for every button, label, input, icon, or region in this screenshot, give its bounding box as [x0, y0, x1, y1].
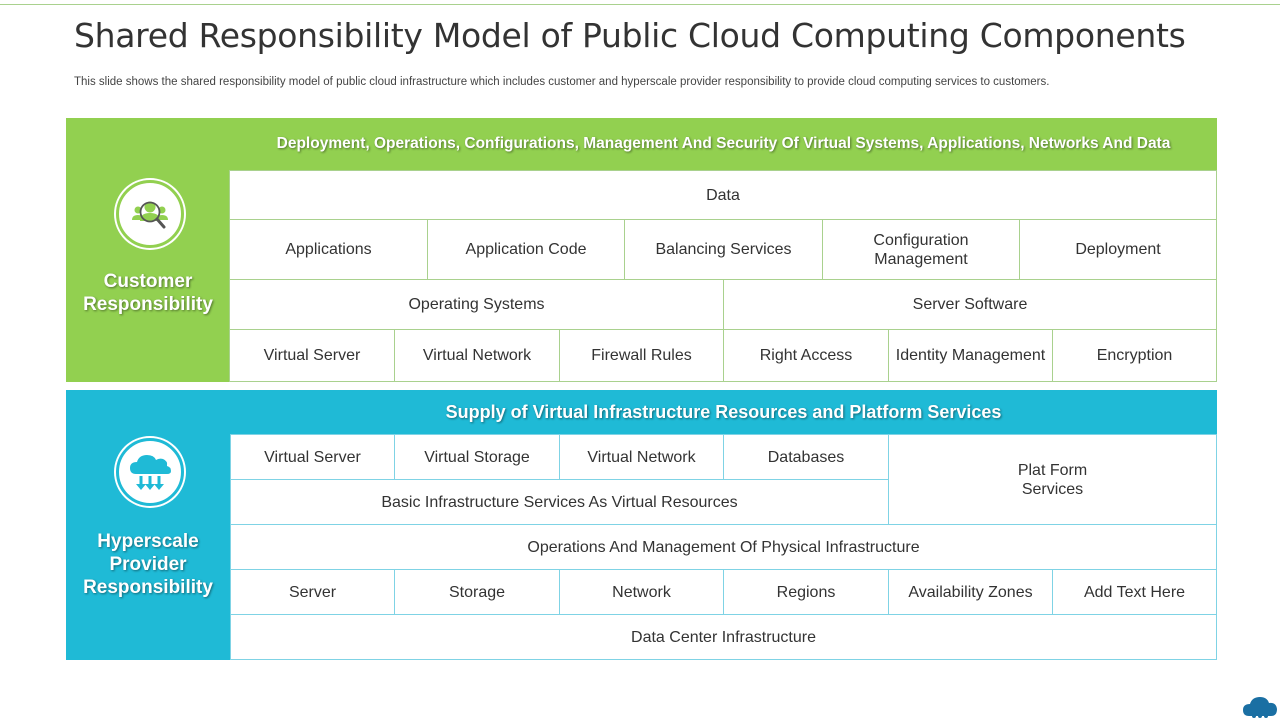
cell-add-text-here: Add Text Here [1052, 569, 1217, 615]
cell-storage: Storage [394, 569, 560, 615]
provider-responsibility-section: Hyperscale Provider Responsibility Suppl… [66, 390, 1217, 660]
cell-virtual-storage: Virtual Storage [394, 434, 560, 480]
cell-balancing-services: Balancing Services [624, 219, 823, 280]
cell-basic-infrastructure: Basic Infrastructure Services As Virtual… [230, 479, 889, 525]
cell-databases: Databases [723, 434, 889, 480]
cell-server: Server [230, 569, 395, 615]
cloud-logo-icon [1242, 694, 1278, 725]
customer-responsibility-section: Customer Responsibility Deployment, Oper… [66, 118, 1217, 382]
customer-side-panel: Customer Responsibility [66, 118, 230, 382]
cell-platform-services: Plat Form Services [888, 434, 1217, 525]
cell-virtual-network: Virtual Network [394, 329, 560, 382]
page-title: Shared Responsibility Model of Public Cl… [74, 16, 1186, 55]
customer-header: Deployment, Operations, Configurations, … [230, 118, 1217, 170]
cell-data: Data [229, 170, 1217, 220]
cell-provider-virtual-network: Virtual Network [559, 434, 724, 480]
cell-configuration-management: Configuration Management [822, 219, 1020, 280]
user-search-icon [116, 180, 184, 248]
provider-side-panel: Hyperscale Provider Responsibility [66, 390, 230, 660]
cell-operating-systems: Operating Systems [229, 279, 724, 330]
cell-regions: Regions [723, 569, 889, 615]
cell-provider-virtual-server: Virtual Server [230, 434, 395, 480]
cell-applications: Applications [229, 219, 428, 280]
cell-deployment: Deployment [1019, 219, 1217, 280]
top-divider [0, 4, 1280, 5]
provider-responsibility-label: Hyperscale Provider Responsibility [83, 531, 213, 598]
cell-virtual-server: Virtual Server [229, 329, 395, 382]
cell-availability-zones: Availability Zones [888, 569, 1053, 615]
provider-header: Supply of Virtual Infrastructure Resourc… [230, 390, 1217, 435]
cell-server-software: Server Software [723, 279, 1217, 330]
cell-firewall-rules: Firewall Rules [559, 329, 724, 382]
cell-application-code: Application Code [427, 219, 625, 280]
cloud-download-icon [116, 438, 184, 506]
cell-operations-management: Operations And Management Of Physical In… [230, 524, 1217, 570]
cell-data-center-infrastructure: Data Center Infrastructure [230, 614, 1217, 660]
customer-responsibility-label: Customer Responsibility [83, 271, 213, 315]
cell-right-access: Right Access [723, 329, 889, 382]
page-subtitle: This slide shows the shared responsibili… [74, 76, 1050, 88]
cell-identity-management: Identity Management [888, 329, 1053, 382]
cell-encryption: Encryption [1052, 329, 1217, 382]
cell-network: Network [559, 569, 724, 615]
